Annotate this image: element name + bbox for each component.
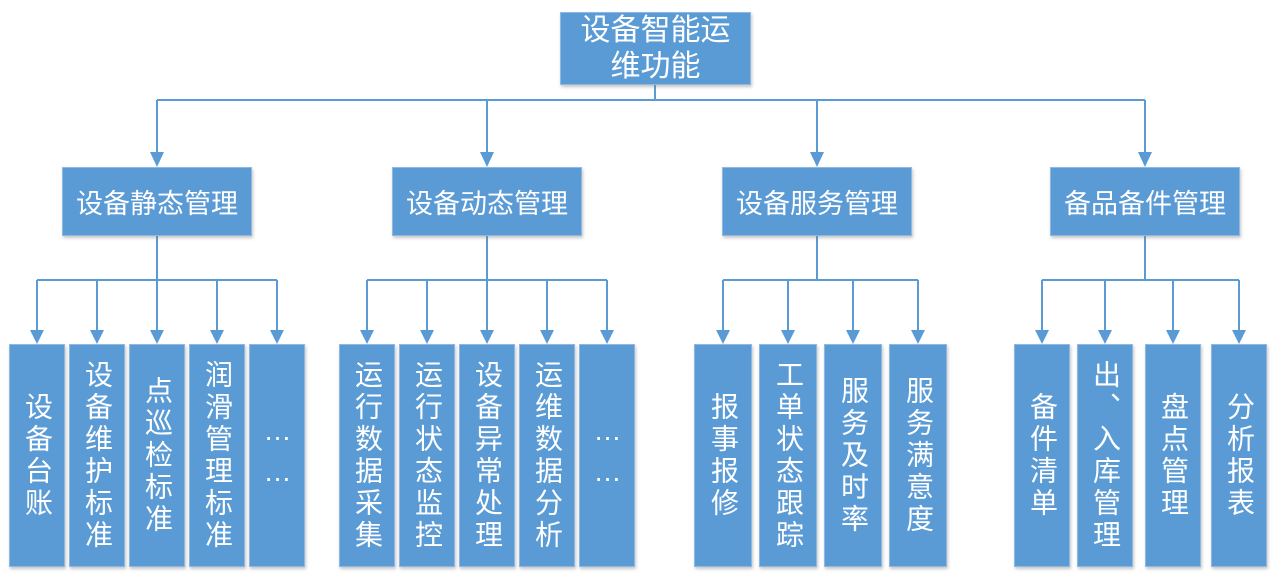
connector-branch1-to-leaves (30, 236, 284, 344)
leaf-node-stocktaking: 盘点管理 (1145, 344, 1201, 567)
branch-node-service-management: 设备服务管理 (722, 167, 912, 236)
leaf-node-label: 工单状态跟踪 (773, 359, 804, 552)
leaf-node-ops-data-analysis: 运维数据分析 (519, 344, 575, 567)
leaf-node-label: 出、入库管理 (1090, 359, 1121, 552)
leaf-node-data-collection: 运行数据采集 (339, 344, 395, 567)
leaf-node-inspection-standard: 点巡检标准 (129, 344, 185, 567)
leaf-node-label: 运行状态监控 (412, 359, 443, 552)
leaf-node-spare-parts-list: 备件清单 (1014, 344, 1070, 567)
leaf-node-anomaly-handling: 设备异常处理 (459, 344, 515, 567)
connector-branch2-to-leaves (360, 236, 614, 344)
leaf-node-label: 运维数据分析 (532, 359, 563, 552)
leaf-node-service-timeliness: 服务及时率 (824, 344, 882, 567)
leaf-node-label: 设备异常处理 (472, 359, 503, 552)
leaf-node-label: 备件清单 (1027, 391, 1058, 520)
connector-branch3-to-leaves (716, 236, 925, 344)
leaf-node-label: 服务满意度 (903, 375, 934, 536)
leaf-node-label: 点巡检标准 (142, 375, 173, 536)
leaf-node-label: 设备台账 (22, 391, 53, 520)
leaf-node-static-ellipsis: …… (249, 344, 305, 567)
leaf-node-equipment-ledger: 设备台账 (9, 344, 65, 567)
leaf-node-maintenance-standard: 设备维护标准 (69, 344, 125, 567)
leaf-node-status-monitoring: 运行状态监控 (399, 344, 455, 567)
leaf-node-repair-reporting: 报事报修 (694, 344, 752, 567)
leaf-node-label: …… (262, 414, 293, 497)
leaf-node-lubrication-standard: 润滑管理标准 (189, 344, 245, 567)
branch-node-label: 设备静态管理 (76, 189, 238, 219)
leaf-node-label: 设备维护标准 (82, 359, 113, 552)
leaf-node-dynamic-ellipsis: …… (579, 344, 635, 567)
branch-node-label: 备品备件管理 (1064, 189, 1226, 219)
leaf-node-label: 报事报修 (708, 391, 739, 520)
root-node: 设备智能运维功能 (560, 12, 751, 85)
branch-node-dynamic-management: 设备动态管理 (392, 167, 582, 236)
branch-node-label: 设备动态管理 (406, 189, 568, 219)
leaf-node-label: 运行数据采集 (352, 359, 383, 552)
connector-root-to-branches (150, 85, 1152, 167)
leaf-node-label: 润滑管理标准 (202, 359, 233, 552)
leaf-node-service-satisfaction: 服务满意度 (889, 344, 947, 567)
connector-branch4-to-leaves (1035, 236, 1246, 344)
branch-node-spare-parts-management: 备品备件管理 (1050, 167, 1240, 236)
root-node-label: 设备智能运维功能 (580, 13, 731, 83)
leaf-node-label: 分析报表 (1224, 391, 1255, 520)
leaf-node-label: …… (592, 414, 623, 497)
leaf-node-analysis-report: 分析报表 (1211, 344, 1267, 567)
leaf-node-label: 盘点管理 (1158, 391, 1189, 520)
leaf-node-label: 服务及时率 (838, 375, 869, 536)
leaf-node-warehouse-in-out: 出、入库管理 (1077, 344, 1133, 567)
branch-node-static-management: 设备静态管理 (62, 167, 252, 236)
leaf-node-work-order-tracking: 工单状态跟踪 (759, 344, 817, 567)
branch-node-label: 设备服务管理 (736, 189, 898, 219)
